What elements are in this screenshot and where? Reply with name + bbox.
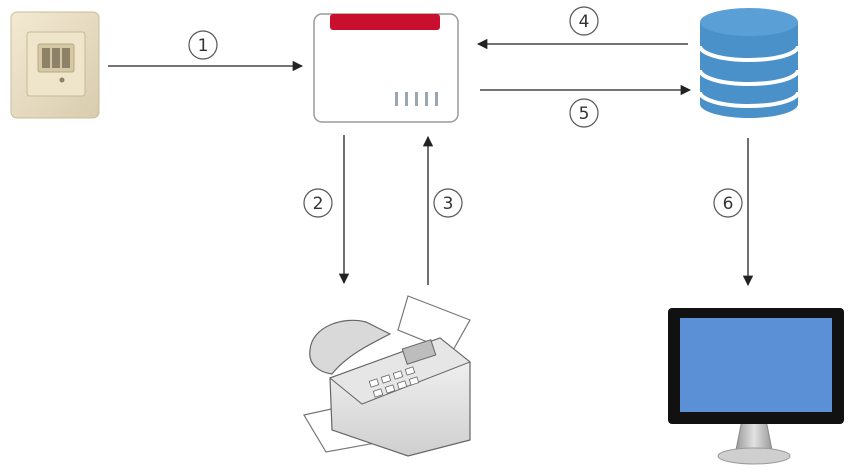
step-badge-3: 3 xyxy=(433,188,463,218)
step-badge-5: 5 xyxy=(569,98,599,128)
fax-machine-icon xyxy=(303,295,471,457)
step-badge-4: 4 xyxy=(569,6,599,36)
phone-socket-icon xyxy=(10,11,100,119)
svg-text:3: 3 xyxy=(443,194,454,214)
flow-arrows xyxy=(108,38,754,287)
database-icon xyxy=(698,8,800,118)
monitor-icon xyxy=(668,308,844,465)
svg-text:6: 6 xyxy=(723,194,734,214)
router-icon xyxy=(313,13,459,123)
svg-text:2: 2 xyxy=(313,194,324,214)
step-badge-6: 6 xyxy=(713,188,743,218)
step-badge-1: 1 xyxy=(188,30,218,60)
svg-text:1: 1 xyxy=(198,36,209,56)
svg-text:5: 5 xyxy=(579,104,590,124)
svg-text:4: 4 xyxy=(579,12,590,32)
step-badge-2: 2 xyxy=(303,188,333,218)
